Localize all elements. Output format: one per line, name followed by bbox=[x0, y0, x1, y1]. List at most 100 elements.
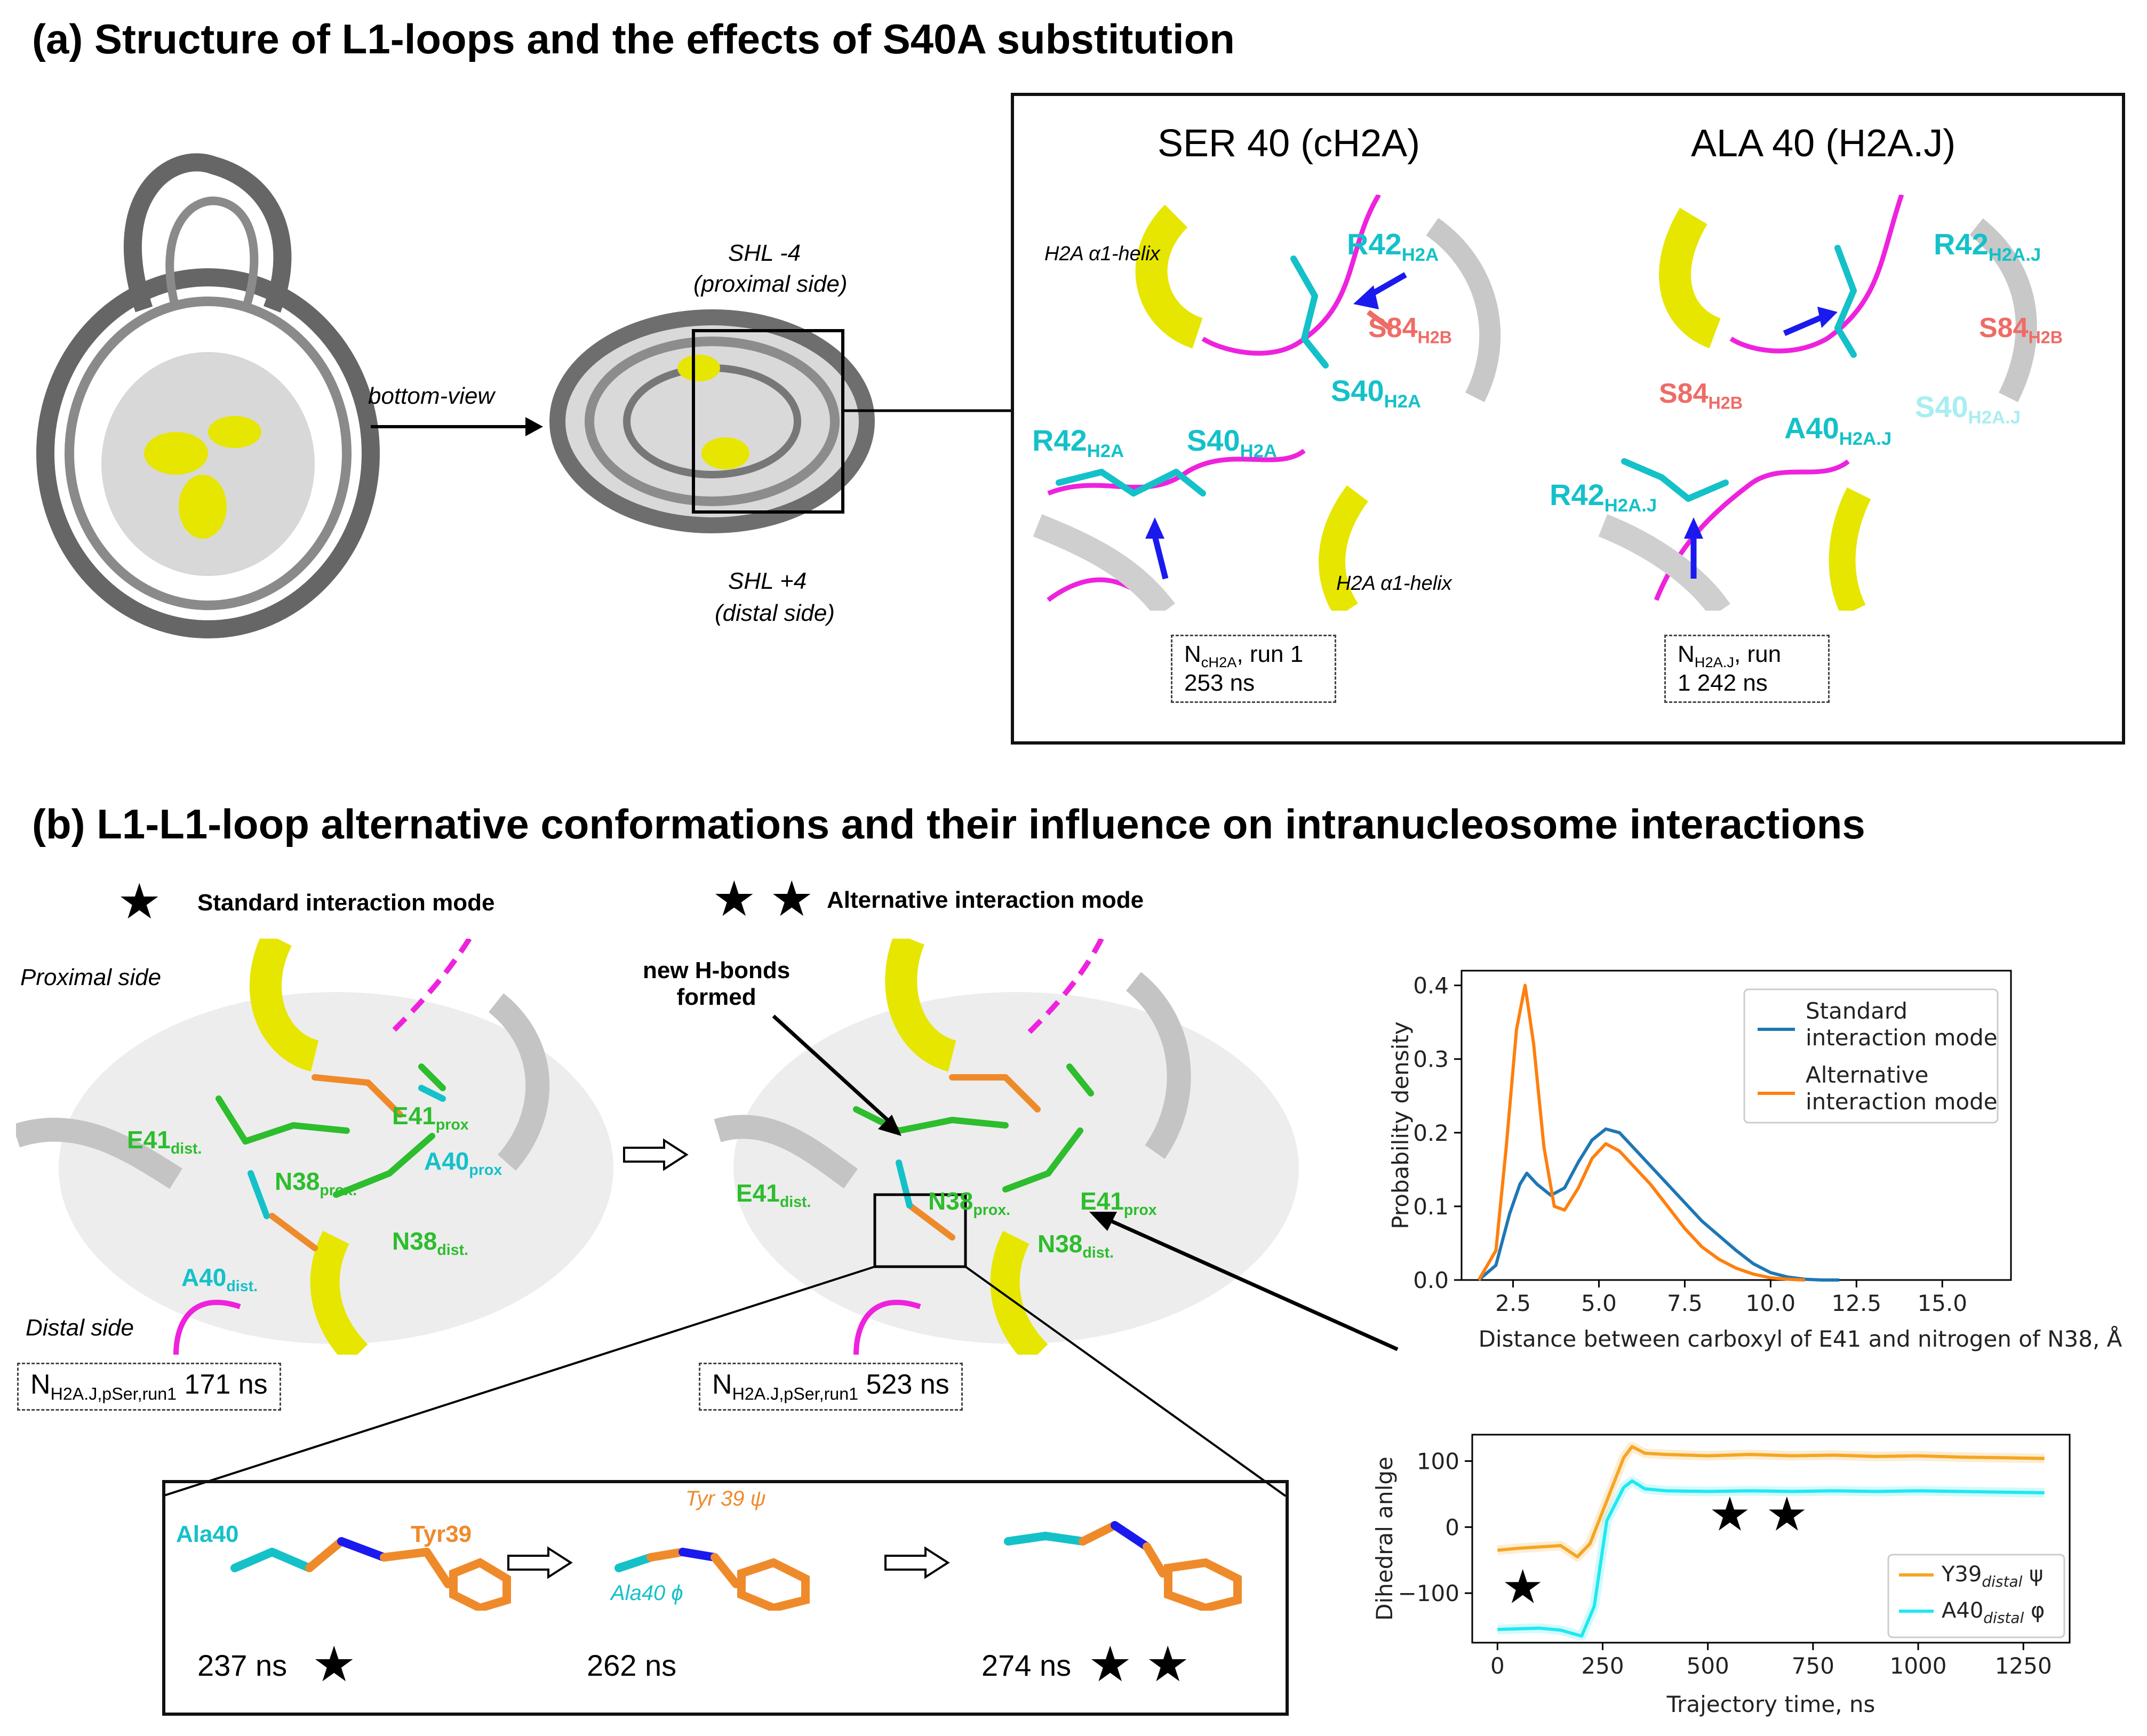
x-tick-label: 500 bbox=[1687, 1653, 1729, 1679]
legend-label: Alternative bbox=[1806, 1062, 1928, 1088]
standard-mode-structure-image bbox=[16, 939, 627, 1355]
x-axis-label: Distance between carboxyl of E41 and nit… bbox=[1479, 1325, 2122, 1352]
r42-h2aj-label-top: R42H2A.J bbox=[1934, 227, 2041, 266]
dihedral-transition-box bbox=[162, 1480, 1289, 1716]
x-tick-label: 2.5 bbox=[1495, 1290, 1531, 1316]
zoom-lines-b bbox=[162, 1266, 1287, 1497]
bottom-view-label: bottom-view bbox=[368, 383, 495, 409]
stars-274: ★ ★ bbox=[1088, 1637, 1190, 1692]
e41-dist-label-left: E41dist. bbox=[127, 1126, 202, 1158]
proximal-side-label: Proximal side bbox=[20, 964, 162, 990]
n38-prox-label-right: N38prox. bbox=[928, 1187, 1011, 1219]
caption-ch2a-run1: NcH2A, run 1 253 ns bbox=[1171, 635, 1336, 703]
y-tick-label: −100 bbox=[1398, 1580, 1459, 1606]
nucleosome-side-view bbox=[36, 153, 380, 638]
h2a-helix-label-bottom: H2A α1-helix bbox=[1336, 572, 1452, 595]
n38-prox-label-left: N38prox. bbox=[275, 1167, 357, 1199]
series-line-1 bbox=[1477, 983, 1805, 1282]
y-tick-label: 0.3 bbox=[1413, 1046, 1449, 1073]
legend-label: interaction mode bbox=[1806, 1025, 1998, 1051]
star-standard: ★ bbox=[117, 875, 162, 929]
y-tick-label: 0.1 bbox=[1413, 1194, 1449, 1220]
x-tick-label: 1000 bbox=[1890, 1653, 1947, 1679]
r42-h2aj-label-bottom: R42H2A.J bbox=[1550, 478, 1657, 516]
star-237: ★ bbox=[312, 1637, 356, 1692]
residue-structure-237 bbox=[230, 1537, 511, 1611]
caption-523ns: NH2A.J,pSer,run1 523 ns bbox=[699, 1363, 963, 1411]
arrow-chart-to-structure bbox=[1089, 1212, 1399, 1351]
x-tick-label: 250 bbox=[1581, 1653, 1624, 1679]
s40-h2aj-label: S40H2A.J bbox=[1915, 390, 2021, 428]
r42-h2a-label-top: R42H2A bbox=[1347, 227, 1439, 266]
s40-h2a-label-bottom: S40H2A bbox=[1187, 423, 1278, 462]
legend-label: Standard bbox=[1806, 998, 1907, 1024]
x-tick-label: 15.0 bbox=[1917, 1290, 1967, 1316]
time-262: 262 ns bbox=[587, 1649, 677, 1682]
tyr39-label: Tyr39 bbox=[411, 1521, 472, 1547]
a40-dist-label-left: A40dist. bbox=[181, 1263, 258, 1295]
h2a-helix-label-top: H2A α1-helix bbox=[1044, 243, 1160, 265]
ala40-title: ALA 40 (H2A.J) bbox=[1691, 122, 1956, 165]
legend-label: interaction mode bbox=[1806, 1089, 1998, 1115]
x-axis-label: Trajectory time, ns bbox=[1666, 1691, 1875, 1717]
x-tick-label: 750 bbox=[1792, 1653, 1834, 1679]
time-237: 237 ns bbox=[197, 1649, 288, 1682]
transition-arrow-2 bbox=[884, 1546, 950, 1579]
plot-frame bbox=[1471, 1434, 2071, 1644]
ser40-structure-image bbox=[1027, 195, 1571, 611]
x-tick-label: 7.5 bbox=[1667, 1290, 1703, 1316]
residue-structure-274 bbox=[1004, 1521, 1242, 1611]
e41-prox-label-left: E41prox bbox=[392, 1102, 469, 1134]
n38-dist-label-left: N38dist. bbox=[392, 1227, 469, 1259]
arrow-bottom-view bbox=[371, 417, 543, 436]
proximal-side-paren-label: (proximal side) bbox=[693, 271, 848, 297]
y-tick-label: 0.4 bbox=[1413, 973, 1449, 999]
shl-plus4-label: SHL +4 bbox=[728, 568, 807, 594]
ala40-label: Ala40 bbox=[176, 1521, 239, 1547]
standard-mode-label: Standard interaction mode bbox=[197, 890, 495, 916]
x-tick-label: 0 bbox=[1490, 1653, 1505, 1679]
alternative-mode-structure-image bbox=[696, 939, 1320, 1355]
s84-h2b-label-right: S84H2B bbox=[1979, 313, 2063, 347]
series-line-1 bbox=[1497, 1479, 2045, 1638]
annotation-star-standard: ★ bbox=[1502, 1559, 1544, 1614]
distal-side-label: Distal side bbox=[26, 1315, 134, 1341]
shl-minus4-label: SHL -4 bbox=[728, 240, 801, 266]
alternative-mode-label: Alternative interaction mode bbox=[827, 887, 1144, 913]
plot-frame bbox=[1460, 970, 2012, 1281]
series-line-0 bbox=[1478, 1127, 1840, 1282]
tyr39-psi-label: Tyr 39 ψ bbox=[685, 1487, 766, 1510]
s40-h2a-label-top: S40H2A bbox=[1331, 374, 1422, 412]
x-tick-label: 5.0 bbox=[1581, 1290, 1617, 1316]
x-tick-label: 1250 bbox=[1995, 1653, 2052, 1679]
x-tick-label: 12.5 bbox=[1832, 1290, 1882, 1316]
y-axis-label: Probability density bbox=[1387, 1021, 1414, 1229]
s84-h2b-label-left: S84H2B bbox=[1368, 313, 1452, 347]
ala40-structure-image bbox=[1571, 195, 2104, 611]
series-line-0 bbox=[1497, 1445, 2045, 1558]
panel-b-title: (b) L1-L1-loop alternative conformations… bbox=[32, 801, 1865, 847]
nucleosome-bottom-view bbox=[549, 309, 875, 533]
legend-label: A40distal φ bbox=[1942, 1598, 2045, 1627]
y-tick-label: 100 bbox=[1417, 1449, 1459, 1475]
e41-dist-label-right: E41dist. bbox=[736, 1179, 811, 1211]
y-tick-label: 0.0 bbox=[1413, 1267, 1449, 1293]
zoom-box-panel-a bbox=[1011, 93, 2125, 745]
a40-prox-label-left: A40prox bbox=[424, 1147, 502, 1179]
e41-prox-label-right: E41prox bbox=[1080, 1187, 1157, 1219]
annotation-stars-alternative: ★ ★ bbox=[1709, 1487, 1808, 1542]
transition-arrow-b bbox=[623, 1138, 689, 1171]
transition-arrow-1 bbox=[507, 1546, 573, 1579]
residue-structure-262 bbox=[614, 1548, 810, 1611]
r42-h2a-label-bottom: R42H2A bbox=[1032, 423, 1124, 462]
y-tick-label: 0.2 bbox=[1413, 1120, 1449, 1146]
ala40-phi-label: Ala40 ϕ bbox=[611, 1581, 683, 1605]
legend-label: Y39distal ψ bbox=[1941, 1562, 2044, 1590]
x-tick-label: 10.0 bbox=[1746, 1290, 1796, 1316]
legend-box bbox=[1743, 988, 1999, 1124]
time-274: 274 ns bbox=[981, 1649, 1072, 1682]
caption-171ns: NH2A.J,pSer,run1 171 ns bbox=[17, 1363, 281, 1411]
n38-dist-label-right: N38dist. bbox=[1037, 1230, 1114, 1262]
